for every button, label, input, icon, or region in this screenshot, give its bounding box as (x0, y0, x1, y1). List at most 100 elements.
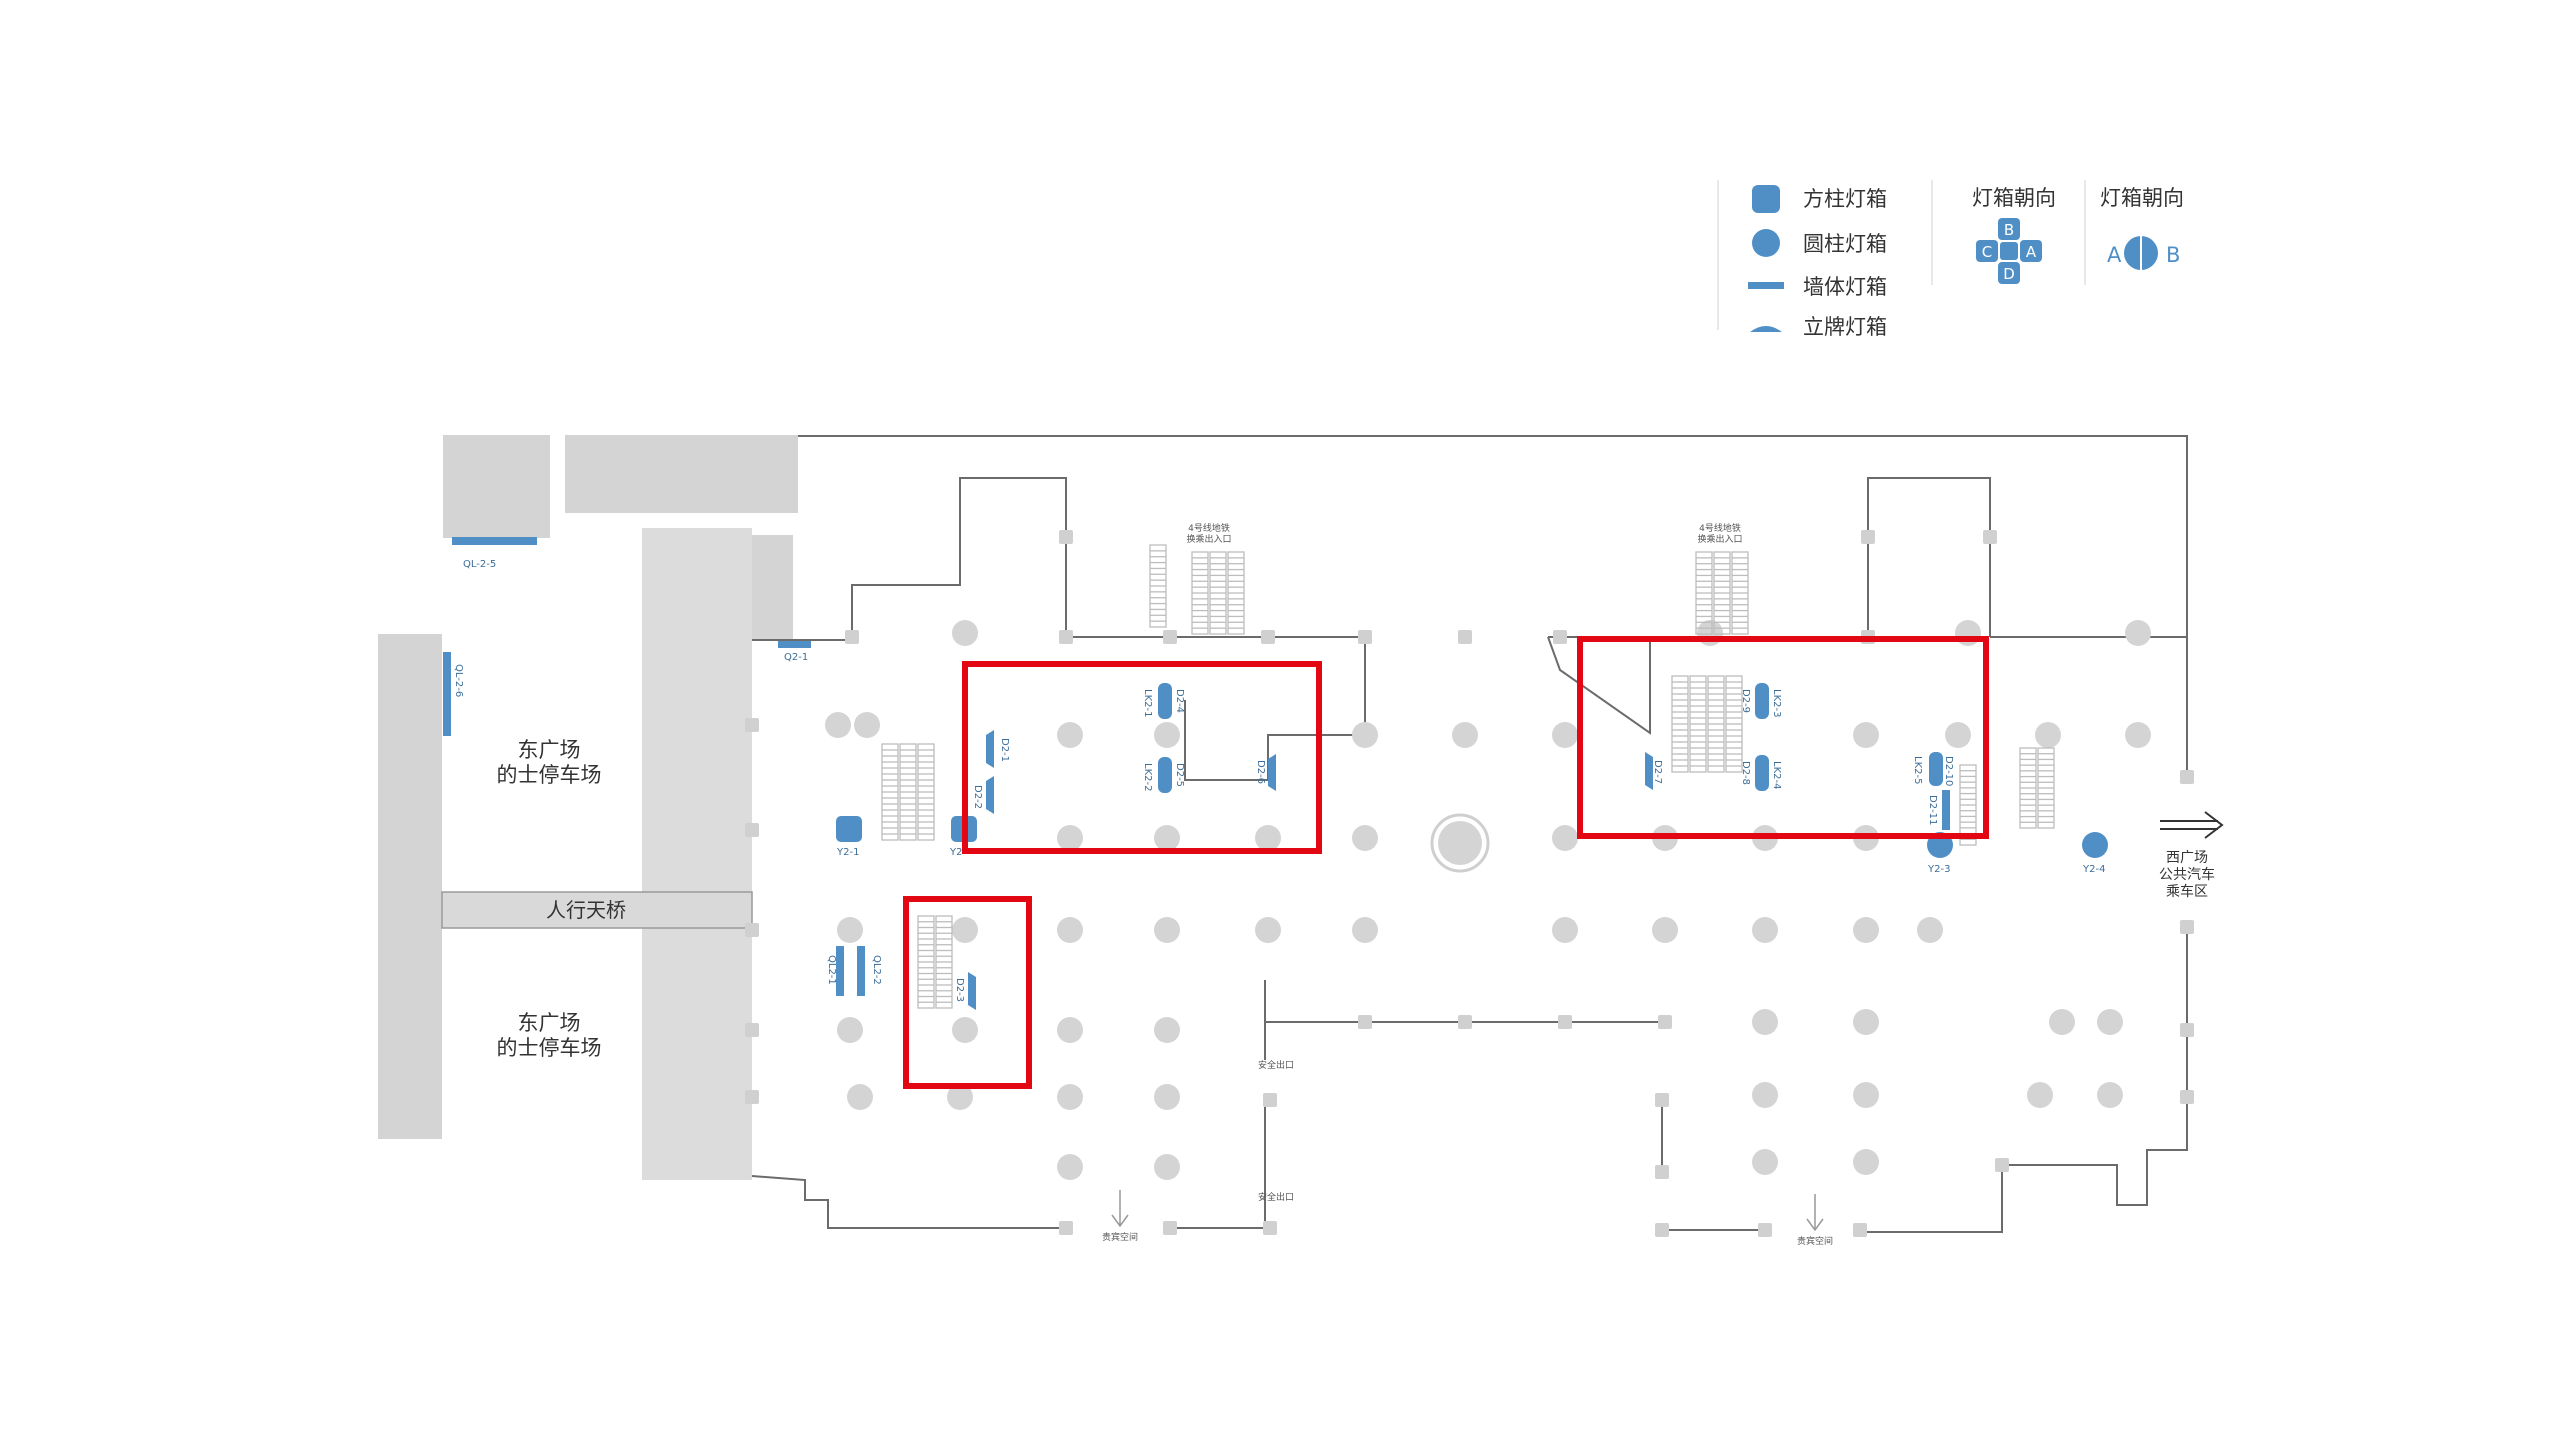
column (1255, 917, 1281, 943)
ab-right-label: B (2166, 243, 2180, 267)
escalator (1707, 675, 1725, 773)
column (1697, 620, 1723, 646)
escalator (1671, 675, 1689, 773)
column (1853, 917, 1879, 943)
metro-left-line2: 换乘出入口 (1186, 533, 1231, 545)
wall-post (1059, 1221, 1073, 1235)
column (2097, 1082, 2123, 1108)
wall-post (1853, 1223, 1867, 1237)
wall-post (1059, 630, 1073, 644)
wall-post (1558, 1015, 1572, 1029)
column (1752, 1009, 1778, 1035)
wall-post (1658, 1015, 1672, 1029)
code-lk2-3: LK2-3 (1771, 689, 1782, 717)
escalator (935, 915, 953, 1009)
column (2027, 1082, 2053, 1108)
wall-box-d2-11 (1942, 790, 1950, 830)
dir-c: C (1982, 243, 1992, 261)
wall-post (1995, 1158, 2009, 1172)
column (1057, 1154, 1083, 1180)
column (1057, 722, 1083, 748)
column (1853, 1149, 1879, 1175)
escalator (1689, 675, 1707, 773)
escalator (881, 743, 899, 841)
legend-round-pillar: 圆柱灯箱 (1803, 232, 1887, 256)
wall-post (1655, 1165, 1669, 1179)
box-d2-9 (1755, 683, 1769, 719)
legend-orientation-title-1: 灯箱朝向 (1972, 186, 2056, 210)
code-d2-3: D2-3 (954, 978, 965, 1002)
column (1917, 917, 1943, 943)
code-d2-5: D2-5 (1174, 763, 1185, 787)
column (1057, 917, 1083, 943)
safety-exit-2: 安全出口 (1258, 1191, 1294, 1203)
wall-post (745, 1023, 759, 1037)
wall-box-ql-2-6 (443, 652, 451, 736)
code-d2-8: D2-8 (1740, 761, 1751, 785)
area-labels: 4号线地铁 换乘出入口 4号线地铁 换乘出入口 安全出口 安全出口 贵宾空间 贵… (1102, 522, 2224, 1247)
code-d2-9: D2-9 (1740, 689, 1751, 713)
column (952, 917, 978, 943)
escalator (1191, 551, 1209, 635)
legend-square-pillar: 方柱灯箱 (1803, 187, 1887, 211)
wall-post (1358, 630, 1372, 644)
wall-post (1059, 530, 1073, 544)
escalator (2019, 747, 2037, 829)
metro-left-line1: 4号线地铁 (1188, 522, 1230, 534)
wall-post (2180, 1023, 2194, 1037)
wall-post (745, 718, 759, 732)
wall-post (1261, 630, 1275, 644)
column (2035, 722, 2061, 748)
code-d2-10: D2-10 (1943, 756, 1954, 786)
wall-post (745, 823, 759, 837)
column (1352, 825, 1378, 851)
wall-post (1655, 1093, 1669, 1107)
footbridge-block (441, 891, 753, 929)
wall-box-ql2-1 (836, 946, 844, 996)
code-lk2-1: LK2-1 (1142, 689, 1153, 717)
wall-post (1553, 630, 1567, 644)
wall-post (2180, 1090, 2194, 1104)
highlight-zone-1 (962, 661, 1322, 854)
column (1752, 1149, 1778, 1175)
wall-box-ql-2-5 (452, 537, 537, 545)
box-d2-8 (1755, 755, 1769, 791)
wall-box-ql2-2 (857, 946, 865, 996)
column (1352, 722, 1378, 748)
column (854, 712, 880, 738)
column (1945, 722, 1971, 748)
code-d2-2: D2-2 (972, 785, 983, 809)
escalators (881, 544, 2055, 1009)
column (2097, 1009, 2123, 1035)
column (837, 1017, 863, 1043)
sign-d2-2 (986, 776, 994, 814)
legend-standing-sign: 立牌灯箱 (1803, 315, 1887, 339)
code-ql2-1: QL2-1 (826, 955, 837, 985)
code-d2-11: D2-11 (1927, 795, 1938, 825)
column (2049, 1009, 2075, 1035)
code-y2-1: Y2-1 (836, 847, 859, 858)
column (1853, 1082, 1879, 1108)
box-d2-10 (1929, 752, 1943, 786)
wall-post (1163, 630, 1177, 644)
column-grid (825, 620, 2151, 1180)
column (1057, 1017, 1083, 1043)
round-pillar-icon (1752, 229, 1780, 257)
wall-box-q2-1 (778, 641, 811, 648)
legend-orientation-title-2: 灯箱朝向 (2100, 186, 2184, 210)
column (825, 712, 851, 738)
code-lk2-4: LK2-4 (1771, 761, 1782, 789)
code-d2-4: D2-4 (1174, 689, 1185, 713)
east-taxi-top-line2: 的士停车场 (497, 763, 602, 787)
wall-post (2180, 770, 2194, 784)
orientation-cross-icon: B C A D (1976, 218, 2042, 284)
column (2125, 722, 2151, 748)
code-y2-3: Y2-3 (1927, 864, 1950, 875)
down-arrow-icon (1111, 1190, 1824, 1232)
wall-post (745, 1090, 759, 1104)
escalator (1227, 551, 1245, 635)
box-d2-5 (1158, 757, 1172, 793)
column (1154, 917, 1180, 943)
east-taxi-bottom-line1: 东广场 (518, 1011, 581, 1035)
